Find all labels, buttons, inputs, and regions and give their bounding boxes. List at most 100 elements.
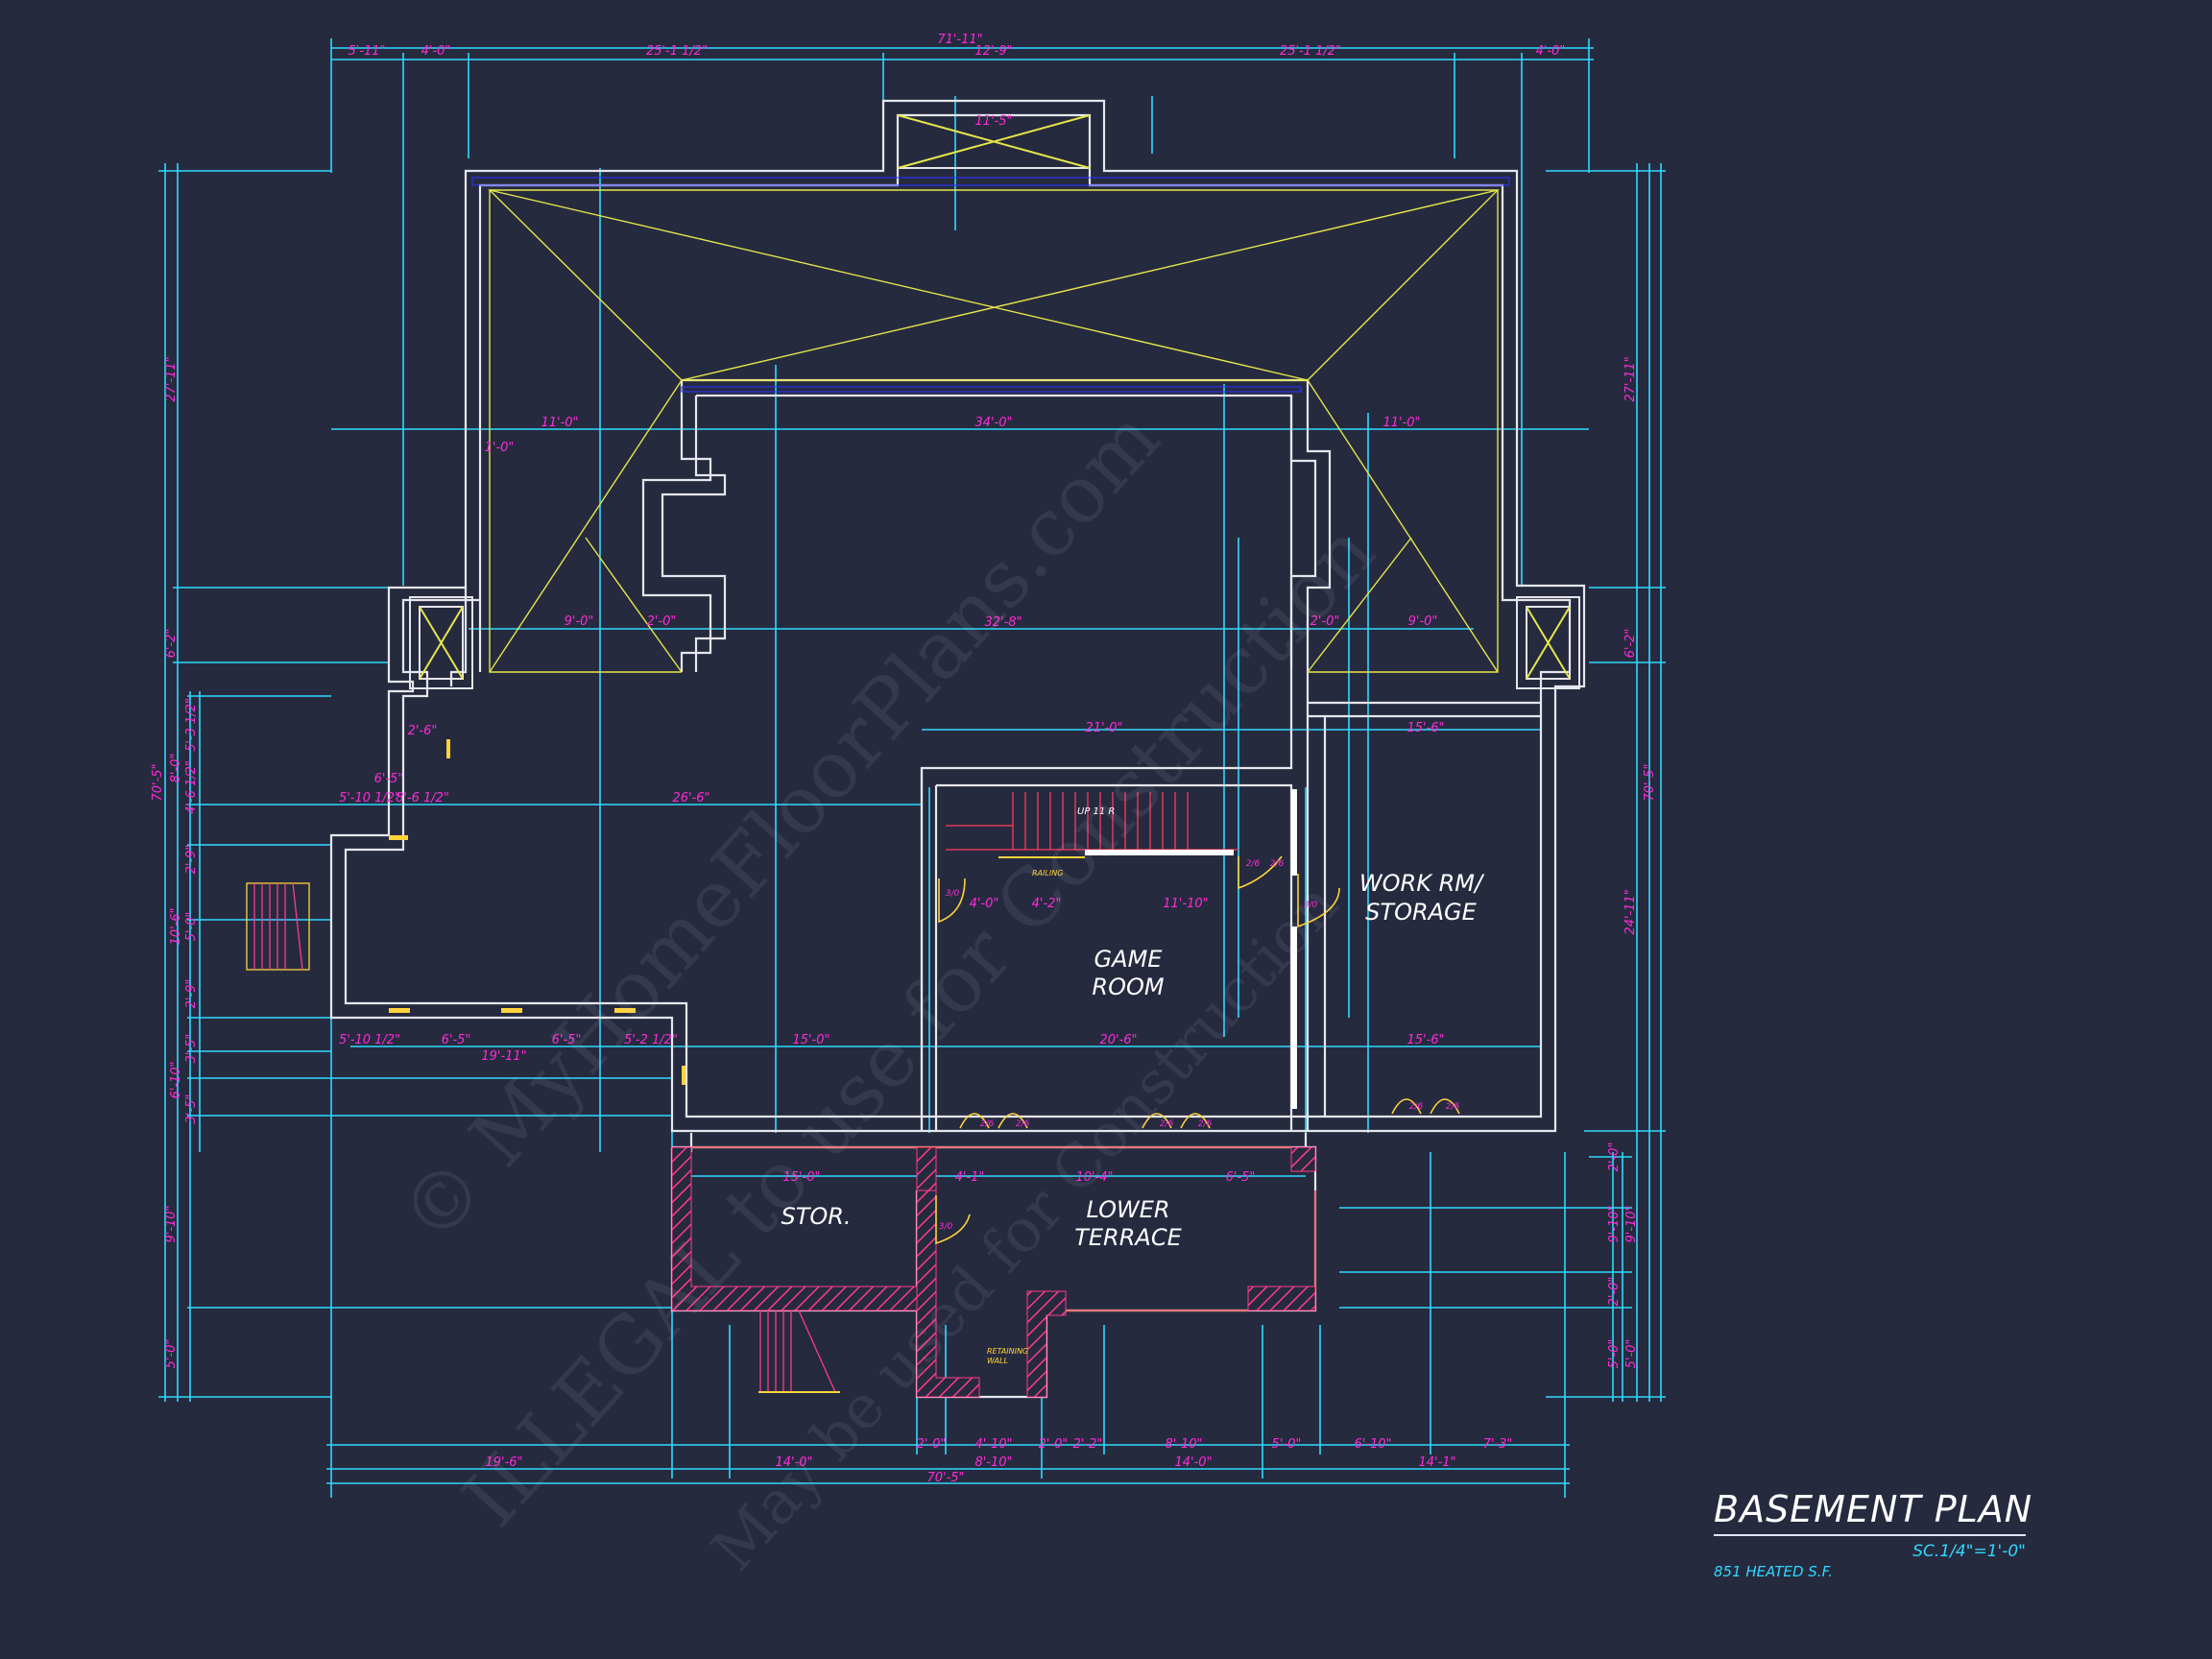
dim-int-c: 11'-0" [1382, 416, 1420, 430]
door-tag-pair1a: 2/6 [980, 1119, 995, 1129]
dim-top-overall: 71'-11" [937, 33, 982, 47]
dim-int-i: 5'-10 1/2" [339, 791, 400, 805]
chimney-boxes [409, 596, 1580, 689]
dim-left-top: 27'-11" [164, 356, 179, 401]
dim-top-c: 25'-1 1/2" [646, 44, 708, 59]
dim-int-m: 4'-2" [1032, 897, 1062, 911]
dim-bot-e: 8'-10" [1165, 1437, 1202, 1452]
dim-int-q: 15'-6" [1407, 1033, 1444, 1047]
dim-bot-g: 6'-10" [1354, 1437, 1391, 1452]
dim-int-ae: 2'-0" [1310, 614, 1340, 629]
dim-bot-i: 19'-6" [485, 1455, 522, 1470]
plan-title: BASEMENT PLAN [1714, 1488, 2032, 1536]
game-room-label-1: GAME [1094, 946, 1164, 973]
door-tag-1: 3/0 [946, 889, 960, 899]
door-tag-4: 2/6 [1246, 859, 1261, 869]
dim-right-lower: 24'-11" [1623, 889, 1638, 934]
dim-int-a: 11'-0" [541, 416, 578, 430]
dim-left-l8: 3'-5" [184, 1034, 199, 1064]
dim-left-l11: 9'-10" [164, 1205, 179, 1242]
interior-stair [946, 792, 1238, 858]
dim-bot-k: 8'-10" [974, 1455, 1012, 1470]
dim-left-l10: 3'-5" [184, 1094, 199, 1124]
dim-top-f: 4'-0" [1536, 44, 1566, 59]
dim-left-l1: 5'-3 1/2" [184, 698, 199, 752]
dim-bot-a: 2'-0" [917, 1437, 947, 1452]
work-room-label-1: WORK RM/ [1359, 870, 1485, 897]
dim-int-u: 5'-2 1/2" [624, 1033, 678, 1047]
title-block: BASEMENT PLAN SC.1/4"=1'-0" 851 HEATED S… [1714, 1488, 2032, 1580]
exterior-stair-left [246, 882, 310, 971]
roof-lines [488, 189, 1500, 673]
dim-int-b: 34'-0" [974, 416, 1012, 430]
dim-left-l4: 2'-9" [184, 845, 199, 875]
dimension-lines [158, 38, 1666, 1498]
dim-int-o: 20'-6" [1099, 1033, 1137, 1047]
dim-left-l2: 8'-0" [169, 754, 183, 783]
dim-int-y: 10'-4" [1075, 1170, 1113, 1185]
door-tag-3: 3/0 [939, 1222, 953, 1232]
dim-right-overall: 70'-5" [1643, 763, 1657, 801]
door-tag-pair3a: 2/6 [1409, 1102, 1424, 1112]
dim-right-top: 27'-11" [1623, 356, 1638, 401]
storage-label: STOR. [781, 1203, 851, 1230]
dim-int-z: 6'-5" [1226, 1170, 1256, 1185]
dim-bot-j: 14'-0" [775, 1455, 812, 1470]
dim-right-r5: 9'-10" [1624, 1205, 1639, 1242]
heated-area: 851 HEATED S.F. [1714, 1563, 1834, 1580]
dim-int-p: 15'-0" [792, 1033, 830, 1047]
dim-left-mid: 6'-2" [164, 629, 179, 659]
hatched-retaining-walls [671, 1146, 1316, 1398]
dim-top-d: 12'-9" [974, 44, 1012, 59]
white-partitions [1291, 789, 1297, 1109]
dim-bot-overall: 70'-5" [926, 1471, 964, 1485]
lower-terrace-label-2: TERRACE [1074, 1224, 1182, 1251]
door-tag-5: 2/6 [1270, 859, 1285, 869]
dim-left-l12: 5'-0" [164, 1339, 179, 1369]
dim-int-v: 19'-11" [481, 1049, 526, 1064]
dim-int-f: 15'-6" [1407, 721, 1444, 735]
dim-left-l5: 10'-6" [169, 907, 183, 945]
dim-int-r: 5'-10 1/2" [339, 1033, 400, 1047]
dim-left-l6: 5'-0" [184, 912, 199, 942]
dim-right-r3: 2'-0" [1607, 1277, 1622, 1307]
terrace-edge [691, 1146, 1316, 1311]
blue-wall-lines [471, 177, 1510, 393]
dim-int-h: 6'-5" [374, 772, 404, 786]
dim-right-mid: 6'-2" [1623, 629, 1638, 659]
dim-bumpout: 11'-5" [974, 114, 1012, 129]
dim-int-l: 4'-0" [970, 897, 999, 911]
dim-int-e: 21'-0" [1085, 721, 1122, 735]
dim-right-r1: 2'-0" [1607, 1142, 1622, 1172]
dim-int-t: 6'-5" [552, 1033, 582, 1047]
dim-int-ab: 9'-0" [565, 614, 594, 629]
dim-bot-c: 2'-0" [1039, 1437, 1069, 1452]
exterior-stair-bottom [758, 1310, 840, 1393]
dim-int-af: 1'-0" [485, 441, 515, 455]
dim-top-b: 4'-0" [421, 44, 451, 59]
lower-terrace-label-1: LOWER [1086, 1196, 1169, 1223]
door-tag-pair3b: 2/6 [1446, 1102, 1460, 1112]
dim-int-g: 26'-6" [672, 791, 709, 805]
dim-int-s: 6'-5" [442, 1033, 471, 1047]
retaining-wall-note-1: RETAINING [987, 1347, 1028, 1356]
retaining-wall-note-2: WALL [987, 1357, 1008, 1365]
dim-int-j: 8'-6 1/2" [396, 791, 449, 805]
dim-left-l3: 4'-6 1/2" [184, 760, 199, 814]
game-room-label-2: ROOM [1092, 974, 1164, 1000]
door-tag-pair1b: 2/6 [1016, 1119, 1030, 1129]
work-room-label-2: STORAGE [1365, 899, 1477, 926]
door-swings [935, 855, 1460, 1245]
dim-left-l7: 2'-9" [184, 979, 199, 1009]
door-tag-2: 3/0 [1304, 901, 1318, 910]
plan-scale: SC.1/4"=1'-0" [1912, 1542, 2026, 1561]
walls [329, 99, 1586, 1399]
dim-bot-h: 7'-3" [1483, 1437, 1513, 1452]
top-bumpout [897, 114, 1091, 169]
dim-int-d: 32'-8" [984, 615, 1022, 630]
dim-top-a: 5'-11" [348, 44, 385, 59]
dim-int-w: 15'-0" [782, 1170, 820, 1185]
window-markers [389, 739, 685, 1085]
dim-int-ad: 2'-0" [647, 614, 677, 629]
